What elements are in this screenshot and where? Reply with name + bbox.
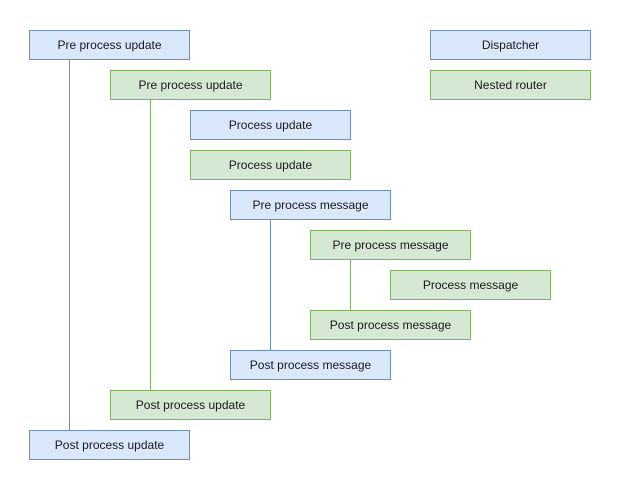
- connector-n5-to-n9: [270, 220, 271, 350]
- process-node-n5[interactable]: Pre process message: [230, 190, 391, 220]
- process-node-n6-label: Pre process message: [332, 238, 449, 252]
- process-node-n5-label: Pre process message: [252, 198, 369, 212]
- process-node-n1-label: Pre process update: [57, 38, 162, 52]
- connector-n6-to-n8: [350, 260, 351, 310]
- process-node-n8-label: Post process message: [329, 318, 452, 332]
- legend-item-router-label: Nested router: [474, 78, 547, 92]
- process-node-n6[interactable]: Pre process message: [310, 230, 471, 260]
- process-node-n9-label: Post process message: [249, 358, 372, 372]
- process-node-n10-label: Post process update: [135, 398, 246, 412]
- process-node-n2[interactable]: Pre process update: [110, 70, 271, 100]
- process-node-n7-label: Process message: [422, 278, 519, 292]
- process-node-n3[interactable]: Process update: [190, 110, 351, 140]
- legend-item-dispatcher[interactable]: Dispatcher: [430, 30, 591, 60]
- process-node-n11-label: Post process update: [54, 438, 165, 452]
- process-node-n3-label: Process update: [228, 118, 313, 132]
- process-node-n1[interactable]: Pre process update: [29, 30, 190, 60]
- process-node-n8[interactable]: Post process message: [310, 310, 471, 340]
- process-node-n4[interactable]: Process update: [190, 150, 351, 180]
- process-node-n11[interactable]: Post process update: [29, 430, 190, 460]
- process-node-n2-label: Pre process update: [138, 78, 243, 92]
- process-node-n10[interactable]: Post process update: [110, 390, 271, 420]
- process-node-n7[interactable]: Process message: [390, 270, 551, 300]
- legend-item-router[interactable]: Nested router: [430, 70, 591, 100]
- process-node-n9[interactable]: Post process message: [230, 350, 391, 380]
- process-node-n4-label: Process update: [228, 158, 313, 172]
- legend-item-dispatcher-label: Dispatcher: [481, 38, 540, 52]
- connector-n1-to-n11: [69, 60, 70, 430]
- connector-n2-to-n10: [150, 100, 151, 390]
